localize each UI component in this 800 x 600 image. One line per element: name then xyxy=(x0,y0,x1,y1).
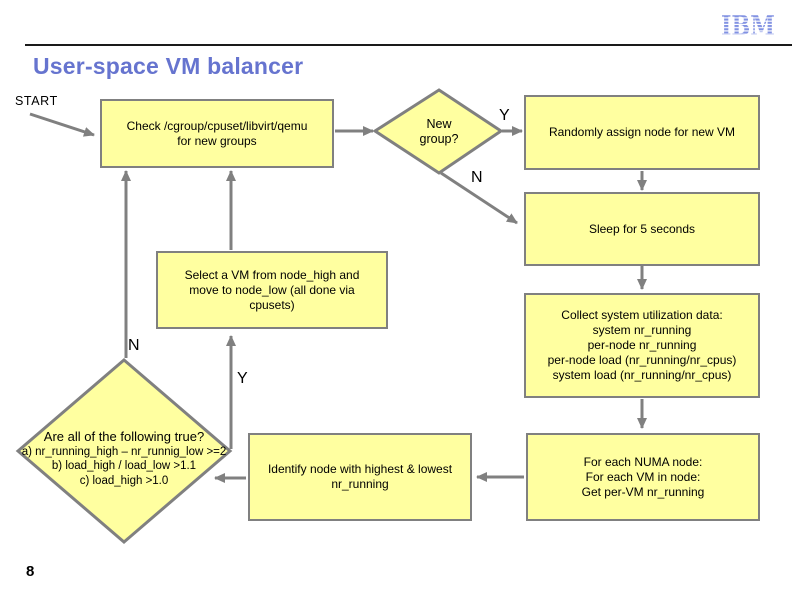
text-line: cpusets) xyxy=(249,297,295,312)
text-line: Check /cgroup/cpuset/libvirt/qemu xyxy=(126,118,308,133)
text-line: for new groups xyxy=(177,133,257,148)
text-line: nr_running xyxy=(331,477,389,491)
text-line: Sleep for 5 seconds xyxy=(588,221,696,236)
text-line: per-node nr_running xyxy=(587,338,697,352)
ibm-logo-text: IBM xyxy=(721,12,775,38)
decision-diamond-text: Are all of the following true?a) nr_runn… xyxy=(7,429,241,488)
text-line: New xyxy=(426,117,452,131)
text-line: move to node_low (all done via xyxy=(189,282,355,297)
text-line: Are all of the following true? xyxy=(43,429,205,444)
text-line: system nr_running xyxy=(592,323,692,337)
text-line: Get per-VM nr_running xyxy=(581,484,705,499)
page-number: 8 xyxy=(26,563,35,580)
node-sleep: Sleep for 5 seconds xyxy=(524,192,760,266)
ibm-logo: IBM xyxy=(721,12,775,38)
text-line: Identify node with highest & lowest xyxy=(267,462,453,476)
text-line: For each VM in node: xyxy=(585,469,701,484)
branch-label-yes-decision: Y xyxy=(237,370,248,387)
text-line: Collect system utilization data: xyxy=(561,308,723,322)
text-line: system load (nr_running/nr_cpus) xyxy=(552,368,732,382)
text-line: Randomly assign node for new VM xyxy=(548,125,736,139)
text-line: For each NUMA node: xyxy=(583,454,703,469)
node-randomly-assign: Randomly assign node for new VM xyxy=(524,95,760,170)
arrow-start xyxy=(29,112,95,137)
branch-label-no-new-group: N xyxy=(471,169,483,186)
slide-title: User-space VM balancer xyxy=(33,53,304,79)
text-line: b) load_high / load_low >1.1 xyxy=(51,460,197,472)
branch-label-no-decision: N xyxy=(128,337,140,354)
text-line: Select a VM from node_high and xyxy=(184,267,360,282)
branch-label-yes-new-group: Y xyxy=(499,107,510,124)
text-line: group? xyxy=(419,132,459,146)
node-for-each-numa: For each NUMA node:For each VM in node:G… xyxy=(526,433,760,521)
arrow-new-group-no xyxy=(440,171,518,225)
text-line: c) load_high >1.0 xyxy=(79,474,169,487)
node-collect-utilization: Collect system utilization data:system n… xyxy=(524,293,760,398)
decision-diamond xyxy=(15,358,233,544)
start-label: START xyxy=(15,94,58,108)
text-line: a) nr_running_high – nr_runnig_low >=2 xyxy=(21,445,227,458)
new-group-diamond xyxy=(372,88,504,175)
text-line: per-node load (nr_running/nr_cpus) xyxy=(547,353,737,367)
header-rule xyxy=(25,44,792,46)
